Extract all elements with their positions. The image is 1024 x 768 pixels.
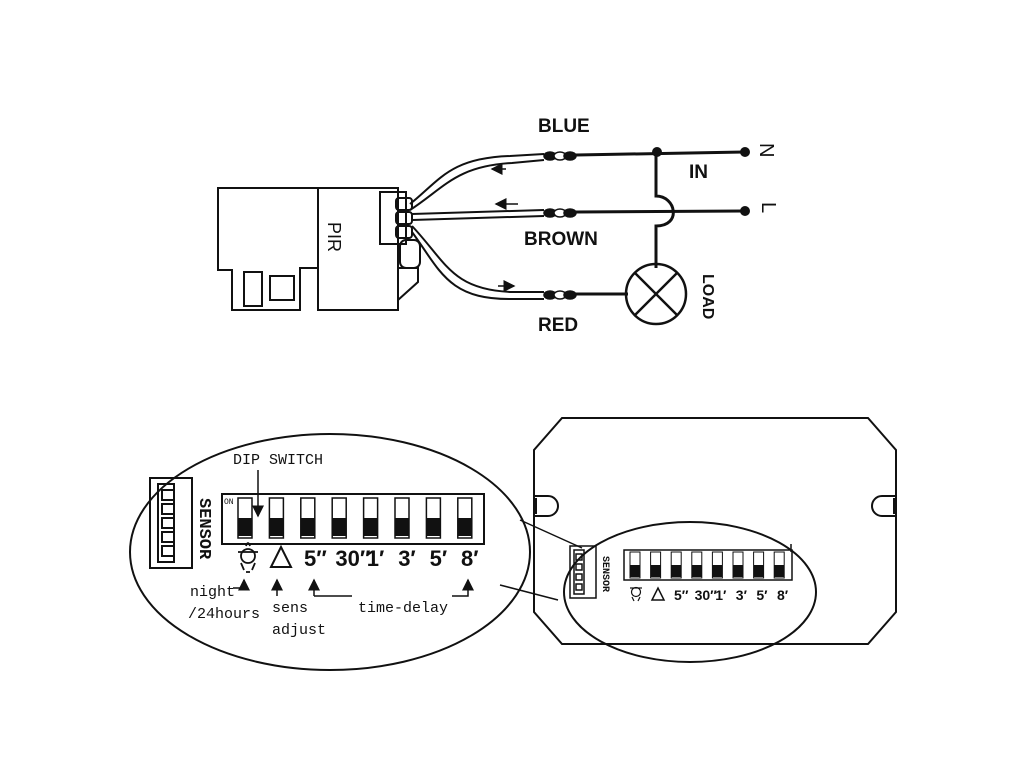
- time-setting-label: 5″: [304, 546, 327, 571]
- wire-blue: [409, 153, 545, 211]
- sensor-label-large: SENSOR: [194, 498, 213, 560]
- time-setting-label: 30″: [335, 546, 370, 571]
- dip-switch-lever: [457, 518, 472, 536]
- junction-dot: [652, 147, 662, 157]
- load-lamp: [624, 262, 688, 326]
- load-label: LOAD: [699, 274, 716, 319]
- night-24h-icon-small: [630, 586, 642, 602]
- time-setting-label-small: 3′: [736, 587, 748, 603]
- time-setting-label-small: 5′: [756, 587, 768, 603]
- sensor-connector-large: [149, 477, 193, 569]
- dip-on-label: ON: [224, 498, 234, 507]
- sens-annotation-line1: sens: [272, 600, 308, 617]
- dip-switch-lever: [332, 518, 347, 536]
- pir-label: PIR: [324, 222, 344, 252]
- dip-switch-lever-small: [774, 565, 785, 577]
- wire-brown: [411, 209, 545, 221]
- dip-switch-body: [221, 493, 485, 545]
- time-settings-small: 5″ 30″1′ 3′ 5′ 8′: [674, 587, 789, 603]
- dip-switches-large: [237, 497, 473, 539]
- time-delay-annotation: time-delay: [358, 600, 448, 617]
- sensor-connector-small: [569, 545, 597, 599]
- housing-outline: [533, 417, 897, 645]
- dip-switch-lever-small: [733, 565, 743, 577]
- red-label: RED: [538, 315, 578, 336]
- neutral-label: N: [755, 143, 777, 157]
- live-label: L: [757, 202, 779, 213]
- live-terminal: [740, 206, 750, 216]
- time-setting-label: 8′: [461, 546, 479, 571]
- dip-switch-lever: [395, 518, 409, 536]
- mains-wiring: [575, 150, 745, 296]
- dip-switch-lever-small: [712, 565, 723, 577]
- dip-switch-lever: [238, 518, 252, 536]
- in-label: IN: [689, 162, 708, 183]
- sens-annotation-line2: adjust: [272, 622, 326, 639]
- magnify-leader-lines: [499, 519, 583, 601]
- wire-connectors: [543, 151, 577, 300]
- time-setting-label-small: 8′: [777, 587, 789, 603]
- sens-adjust-icon-small: [650, 586, 666, 601]
- night-24h-icon: [238, 542, 258, 573]
- small-magnify-circle: [563, 521, 817, 663]
- blue-label: BLUE: [538, 116, 590, 137]
- dip-switch-lever-small: [650, 565, 661, 577]
- time-setting-label-small: 1′: [715, 587, 727, 603]
- brown-label: BROWN: [524, 229, 598, 250]
- dip-switch-lever: [269, 518, 284, 536]
- time-setting-label-small: 5″: [674, 587, 689, 603]
- sens-adjust-icon: [269, 544, 293, 568]
- annotation-arrows: [233, 578, 474, 597]
- dip-switch-title: DIP SWITCH: [233, 452, 323, 469]
- time-setting-label-small: 30″: [695, 587, 718, 603]
- neutral-terminal: [740, 147, 750, 157]
- dip-switch-lever: [300, 518, 315, 536]
- dip-switch-lever-small: [630, 565, 640, 577]
- magnified-view-outline: [129, 433, 531, 671]
- dip-switch-lever-small: [671, 565, 682, 577]
- dip-switch-body-small: [623, 549, 793, 581]
- dip-switches-small: [629, 551, 785, 579]
- dip-switch-lever-small: [691, 565, 702, 577]
- night-annotation-line2: /24hours: [188, 606, 260, 623]
- time-setting-label: 5′: [430, 546, 448, 571]
- time-setting-label: 1′: [367, 546, 385, 571]
- dip-switch-lever-small: [753, 565, 764, 577]
- time-setting-label: 3′: [398, 546, 416, 571]
- wire-direction-arrows: [490, 163, 518, 292]
- time-settings-large: 5″ 30″1′ 3′ 5′ 8′: [304, 546, 479, 571]
- night-annotation-line1: night: [190, 584, 235, 601]
- sensor-label-small: SENSOR: [599, 556, 610, 592]
- dip-switch-lever: [363, 518, 378, 536]
- dip-switch-lever: [426, 518, 441, 536]
- pir-module: [217, 187, 421, 311]
